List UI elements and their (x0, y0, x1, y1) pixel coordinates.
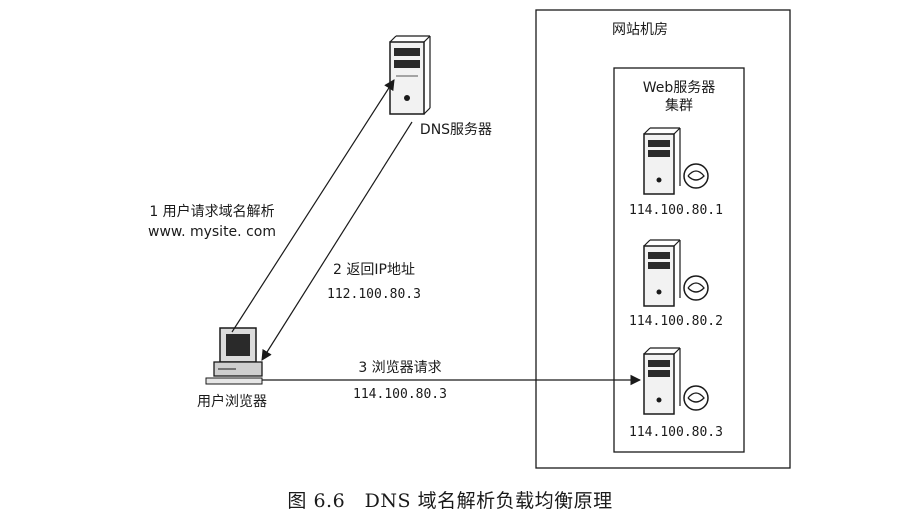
web-server-3-ip: 114.100.80.3 (629, 425, 723, 440)
step3-detail: 114.100.80.3 (353, 387, 447, 402)
web-server-1-ip: 114.100.80.1 (629, 203, 723, 218)
step2-title: 2 返回IP地址 (333, 262, 415, 278)
web-server-2-ip: 114.100.80.2 (629, 314, 723, 329)
web-server-1-icon (643, 127, 709, 195)
step1-title: 1 用户请求域名解析 (149, 203, 274, 220)
cluster-box (613, 67, 745, 453)
datacenter-box (535, 9, 791, 469)
step1-detail: www. mysite. com (148, 224, 276, 240)
arrow-ip-response (261, 121, 413, 361)
step2-detail: 112.100.80.3 (327, 287, 421, 302)
dns-server-icon (389, 35, 431, 115)
figure-caption: 图 6.6 DNS 域名解析负载均衡原理 (287, 490, 613, 512)
step3-title: 3 浏览器请求 (358, 360, 441, 376)
dns-server-label: DNS服务器 (420, 122, 492, 138)
arrow-dns-request (231, 79, 395, 333)
web-server-3-icon (643, 347, 709, 415)
cluster-title-line1: Web服务器 (643, 80, 716, 96)
client-label: 用户浏览器 (197, 393, 267, 410)
cluster-title-line2: 集群 (665, 97, 693, 114)
client-computer-icon (205, 327, 263, 385)
web-server-2-icon (643, 239, 709, 307)
datacenter-title: 网站机房 (612, 22, 668, 38)
